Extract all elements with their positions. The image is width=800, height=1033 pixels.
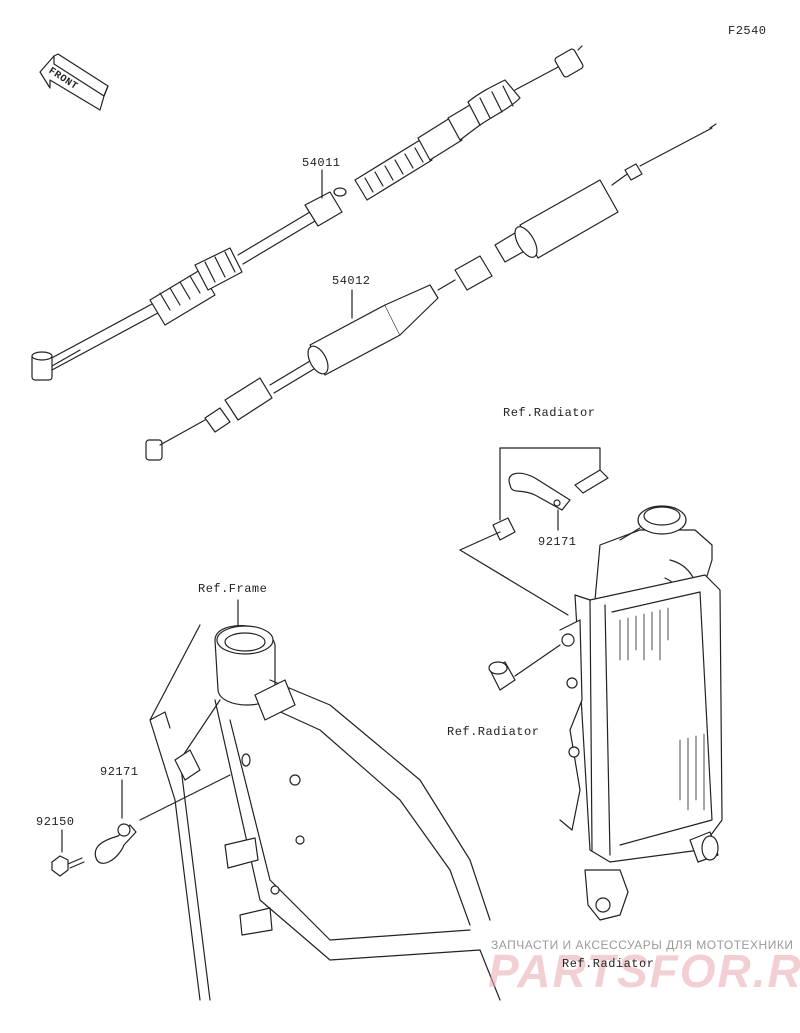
frame xyxy=(149,599,501,1001)
part-54012-label[interactable]: 54012 xyxy=(332,274,371,288)
ref-radiator-top-label: Ref.Radiator xyxy=(503,406,596,420)
part-92171-upper-label[interactable]: 92171 xyxy=(538,535,577,549)
radiator xyxy=(488,505,723,921)
ref-radiator-bottom-label: Ref.Radiator xyxy=(562,957,655,971)
part-92171-lower-label[interactable]: 92171 xyxy=(100,765,139,779)
watermark-brand: PARTSFOR.RU xyxy=(488,945,800,997)
lower-clamp-assembly xyxy=(51,774,231,877)
diagram-code: F2540 xyxy=(728,24,767,38)
part-54011-label[interactable]: 54011 xyxy=(302,156,341,170)
part-92150-label[interactable]: 92150 xyxy=(36,815,75,829)
ref-frame-label: Ref.Frame xyxy=(198,582,268,596)
watermark-caption: ЗАПЧАСТИ И АКСЕССУАРЫ ДЛЯ МОТОТЕХНИКИ xyxy=(491,938,794,952)
front-arrow-icon xyxy=(39,53,109,111)
clutch-cable xyxy=(31,45,584,381)
upper-clamp-assembly xyxy=(459,447,609,616)
ref-radiator-mid-label: Ref.Radiator xyxy=(447,725,540,739)
throttle-cable xyxy=(145,123,717,461)
